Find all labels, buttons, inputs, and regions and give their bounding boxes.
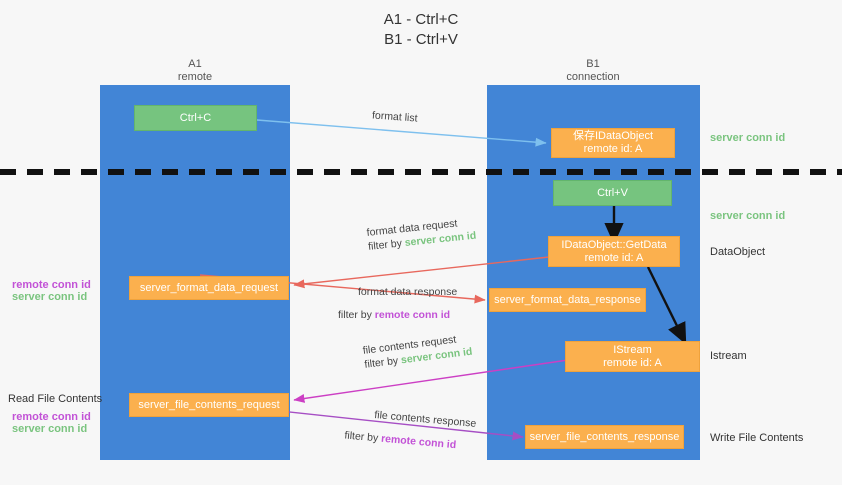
edge-label-format-data-response-filter: filter by remote conn id <box>338 308 457 322</box>
edge-label-file-contents-response-filter: filter by remote conn id <box>344 428 475 453</box>
edge-label-file-contents-response: file contents response filter by remote … <box>344 408 477 454</box>
annotation-server-conn-id-mid: server conn id <box>710 210 786 222</box>
filter-value-2: remote conn id <box>374 309 451 321</box>
node-istream-line2: remote id: A <box>603 356 662 369</box>
edge-label-file-contents-request: file contents request filter by server c… <box>362 331 473 372</box>
filter-value-4: remote conn id <box>380 432 457 452</box>
diagram-title: A1 - Ctrl+C B1 - Ctrl+V <box>0 10 842 50</box>
annotation-dataobject: DataObject <box>710 246 766 258</box>
edge-label-format-list-text: format list <box>371 109 418 125</box>
node-save-idataobject[interactable]: 保存IDataObject remote id: A <box>551 128 675 158</box>
node-server-file-contents-request-label: server_file_contents_request <box>138 398 280 411</box>
node-server-format-data-response[interactable]: server_format_data_response <box>489 288 646 312</box>
node-server-file-contents-response-label: server_file_contents_response <box>529 430 680 443</box>
annotation-server-conn-id-1: server conn id <box>12 291 88 303</box>
node-ctrl-v-label: Ctrl+V <box>597 186 628 199</box>
lane-a1-name: A1 <box>188 58 202 70</box>
node-idataobject-getdata[interactable]: IDataObject::GetData remote id: A <box>548 236 680 267</box>
node-save-idataobject-line2: remote id: A <box>583 143 643 155</box>
node-idataobject-getdata-line2: remote id: A <box>584 251 644 264</box>
title-line-1: A1 - Ctrl+C <box>383 11 459 28</box>
filter-prefix-1: filter by <box>367 237 406 253</box>
title-line-2: B1 - Ctrl+V <box>384 31 458 48</box>
annotation-read-file-contents: Read File Contents <box>8 393 103 405</box>
node-server-format-data-request-label: server_format_data_request <box>139 281 279 294</box>
node-istream[interactable]: IStream remote id: A <box>565 341 700 372</box>
node-ctrl-c-label: Ctrl+C <box>179 111 212 124</box>
lane-b1-name: B1 <box>586 58 600 70</box>
annotation-istream: Istream <box>710 350 747 362</box>
node-istream-line1: IStream <box>613 343 652 356</box>
node-save-idataobject-line1: 保存IDataObject <box>572 130 654 142</box>
node-server-format-data-response-label: server_format_data_response <box>494 293 641 306</box>
edge-label-format-data-response-line1: format data response <box>358 286 458 298</box>
node-server-file-contents-response[interactable]: server_file_contents_response <box>525 425 684 449</box>
filter-prefix-4: filter by <box>343 429 382 445</box>
node-server-file-contents-request[interactable]: server_file_contents_request <box>129 393 289 417</box>
annotation-remote-conn-id-1: remote conn id <box>12 279 91 291</box>
annotation-server-conn-id-top: server conn id <box>710 132 786 144</box>
filter-prefix-2: filter by <box>338 309 375 321</box>
edge-label-format-list: format list <box>372 108 418 125</box>
filter-prefix-3: filter by <box>363 354 402 371</box>
annotation-write-file-contents: Write File Contents <box>710 432 804 444</box>
annotation-remote-conn-id-2: remote conn id <box>12 411 91 423</box>
lane-a1-role: remote <box>177 71 213 83</box>
lane-b1-role: connection <box>566 71 620 83</box>
node-idataobject-getdata-line1: IDataObject::GetData <box>561 238 667 251</box>
edge-label-file-contents-response-line1: file contents response <box>373 408 477 430</box>
lane-header-b1: B1 connection <box>528 58 658 84</box>
annotation-server-conn-id-2: server conn id <box>12 423 88 435</box>
node-ctrl-v[interactable]: Ctrl+V <box>553 180 672 206</box>
edge-label-format-data-response: format data response filter by remote co… <box>338 285 458 322</box>
lane-header-a1: A1 remote <box>130 58 260 84</box>
node-server-format-data-request[interactable]: server_format_data_request <box>129 276 289 300</box>
node-ctrl-c[interactable]: Ctrl+C <box>134 105 257 131</box>
edge-label-format-data-request: format data request filter by server con… <box>366 215 477 254</box>
